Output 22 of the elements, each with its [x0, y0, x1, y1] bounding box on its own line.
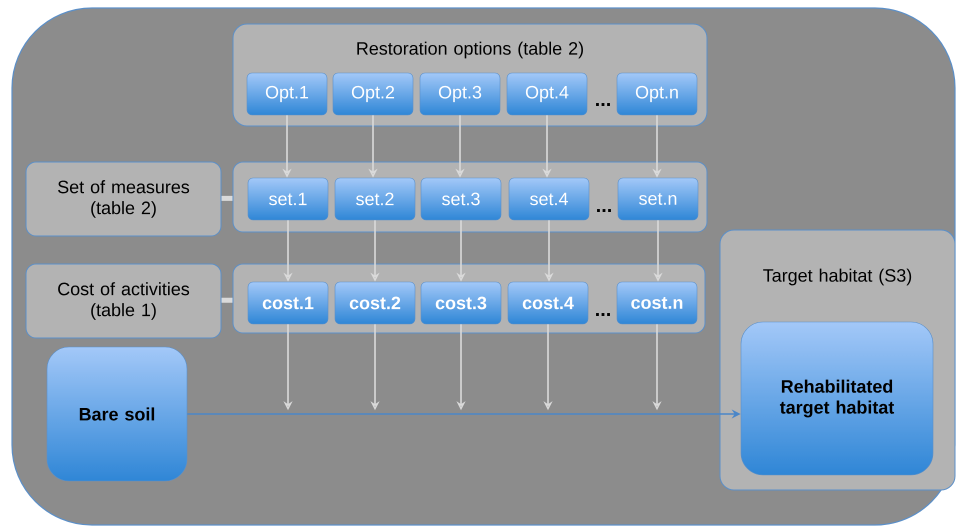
ellipsis: ...: [596, 313, 610, 316]
label-box: Set of measures (table 2): [26, 162, 222, 236]
ellipsis: ...: [597, 209, 611, 212]
habitat-box: Rehabilitated target habitat: [740, 322, 934, 476]
item-box: cost.2: [334, 282, 416, 324]
item-box: cost.3: [420, 282, 502, 324]
item-box: Opt.3: [420, 72, 500, 116]
item-box: Opt.n: [616, 72, 698, 116]
item-box: set.2: [334, 178, 416, 220]
item-box: Opt.2: [332, 72, 414, 116]
item-box: Opt.1: [246, 72, 328, 116]
label-box: Cost of activities (table 1): [26, 264, 222, 338]
item-box: set.3: [420, 178, 502, 220]
item-box: cost.4: [508, 282, 588, 324]
item-box: Opt.4: [506, 72, 588, 116]
item-box: set.1: [248, 178, 328, 220]
habitat-box: Bare soil: [46, 346, 188, 482]
item-box: cost.1: [248, 282, 328, 324]
item-box: set.n: [618, 178, 698, 220]
item-box: set.4: [508, 178, 590, 220]
ellipsis: ...: [596, 103, 610, 106]
item-box: cost.n: [616, 282, 698, 324]
